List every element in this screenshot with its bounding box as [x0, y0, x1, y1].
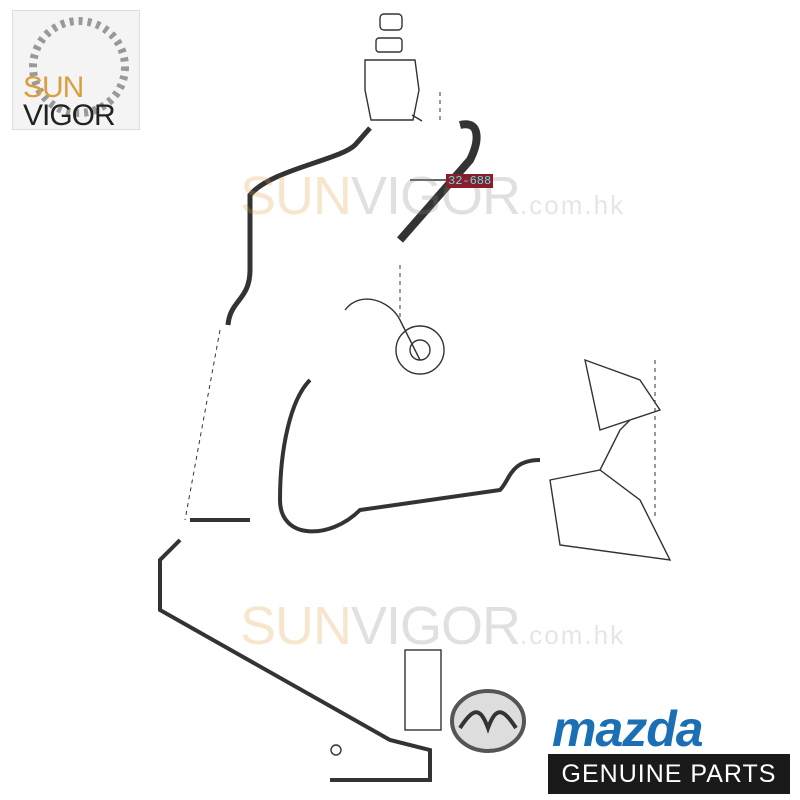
- return-hose: [225, 126, 372, 326]
- steering-rack: [549, 358, 672, 561]
- wm-domain: .com.hk: [520, 190, 626, 220]
- mazda-wordmark: mazda: [552, 701, 704, 757]
- pressure-line: [277, 378, 541, 534]
- watermark-top: SUNVIGOR.com.hk: [240, 165, 625, 227]
- cooler-bracket: [404, 649, 442, 731]
- logo-sun-text: SUN: [23, 71, 84, 104]
- gear-ring-icon: [29, 17, 129, 117]
- watermark-bottom: SUNVIGOR.com.hk: [240, 595, 625, 657]
- wm-domain: .com.hk: [520, 620, 626, 650]
- return-line: [158, 518, 432, 782]
- sunvigor-logo: SUN VIGOR: [12, 10, 140, 132]
- reservoir-tank: [364, 13, 423, 122]
- logo-vigor-text: VIGOR: [23, 99, 116, 132]
- wm-sun: SUN: [240, 596, 352, 656]
- power-steering-pump: [344, 298, 445, 375]
- part-number-label[interactable]: 32-688: [446, 174, 494, 188]
- wm-sun: SUN: [240, 166, 352, 226]
- mazda-emblem-icon: [450, 689, 526, 753]
- wm-vigor: VIGOR: [351, 166, 521, 226]
- wm-vigor: VIGOR: [351, 596, 521, 656]
- genuine-parts-banner: GENUINE PARTS: [548, 754, 790, 794]
- supply-hose-32-688: [396, 120, 481, 243]
